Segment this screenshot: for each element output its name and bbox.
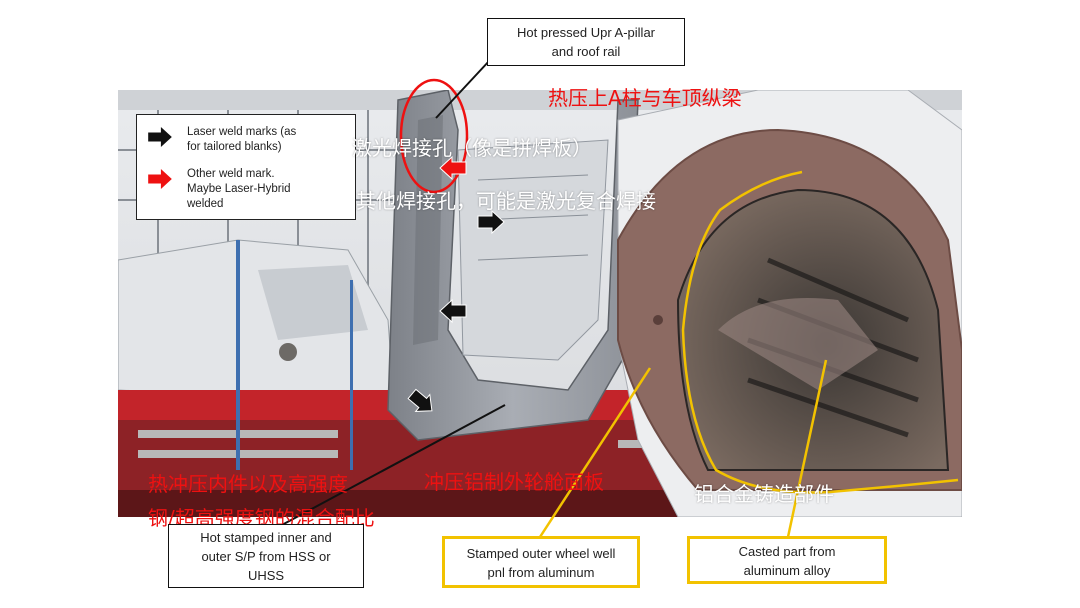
top-callout: Hot pressed Upr A-pillar and roof rail: [487, 18, 685, 66]
side-panel-zh-line1: 热冲压内件以及高强度: [148, 472, 348, 496]
black-arrow-icon: [148, 127, 172, 147]
side-panel-callout: Hot stamped inner and outer S/P from HSS…: [168, 524, 364, 588]
side-panel-leader: [279, 404, 506, 527]
red-arrow-icon: [148, 169, 172, 189]
black-arrow-icon: [439, 298, 467, 324]
casting-outline: [681, 170, 959, 494]
wheel-well-callout: Stamped outer wheel well pnl from alumin…: [443, 537, 639, 587]
laser-hole-zh-label: 激光焊接孔（像是拼焊板）: [352, 136, 592, 160]
red-arrow-icon: [439, 155, 467, 181]
other-hole-zh-label: 其他焊接孔，可能是激光复合焊接: [356, 189, 656, 213]
legend-laser-label: Laser weld marks (as for tailored blanks…: [187, 126, 297, 153]
factory-photo: [118, 90, 962, 517]
a-pillar-highlight-ellipse: [399, 78, 469, 194]
legend-row-laser: Laser weld marks (as for tailored blanks…: [147, 125, 296, 155]
black-arrow-icon: [407, 388, 433, 412]
a-pillar-zh-label: 热压上A柱与车顶纵梁: [548, 86, 742, 110]
casting-leader: [786, 359, 828, 538]
legend-other-label: Other weld mark. Maybe Laser-Hybrid weld…: [187, 168, 291, 210]
wheel-well-leader: [538, 367, 652, 538]
photo-drawing: [118, 90, 962, 517]
wheel-well-zh-label: 冲压铝制外轮舱面板: [424, 470, 604, 494]
casting-callout: Casted part from aluminum alloy: [688, 537, 886, 583]
legend-row-other: Other weld mark. Maybe Laser-Hybrid weld…: [147, 167, 291, 212]
top-callout-leader: [435, 59, 491, 119]
casting-zh-label: 铝合金铸造部件: [694, 482, 834, 506]
black-arrow-icon: [477, 209, 505, 235]
legend-box: Laser weld marks (as for tailored blanks…: [136, 114, 356, 220]
